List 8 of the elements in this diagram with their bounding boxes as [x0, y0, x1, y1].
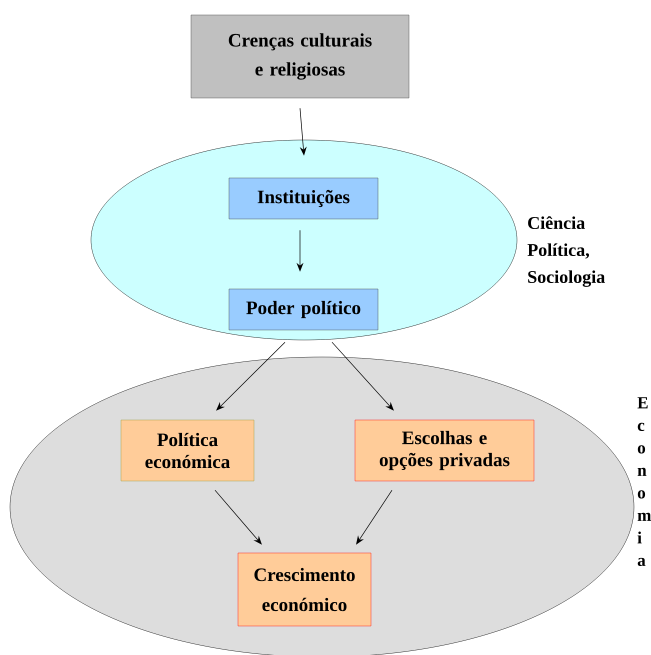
side-label: Economia — [638, 397, 651, 566]
box: Crenças culturais e religiosas — [190, 14, 410, 98]
side-label: Ciência Política, Sociologia — [528, 216, 605, 287]
box: Instituições — [228, 178, 378, 220]
box: Escolhas e opções privadas — [354, 420, 534, 482]
box: Poder político — [228, 288, 378, 330]
box: Política económica — [120, 420, 254, 482]
box: Crescimento económico — [238, 552, 372, 626]
